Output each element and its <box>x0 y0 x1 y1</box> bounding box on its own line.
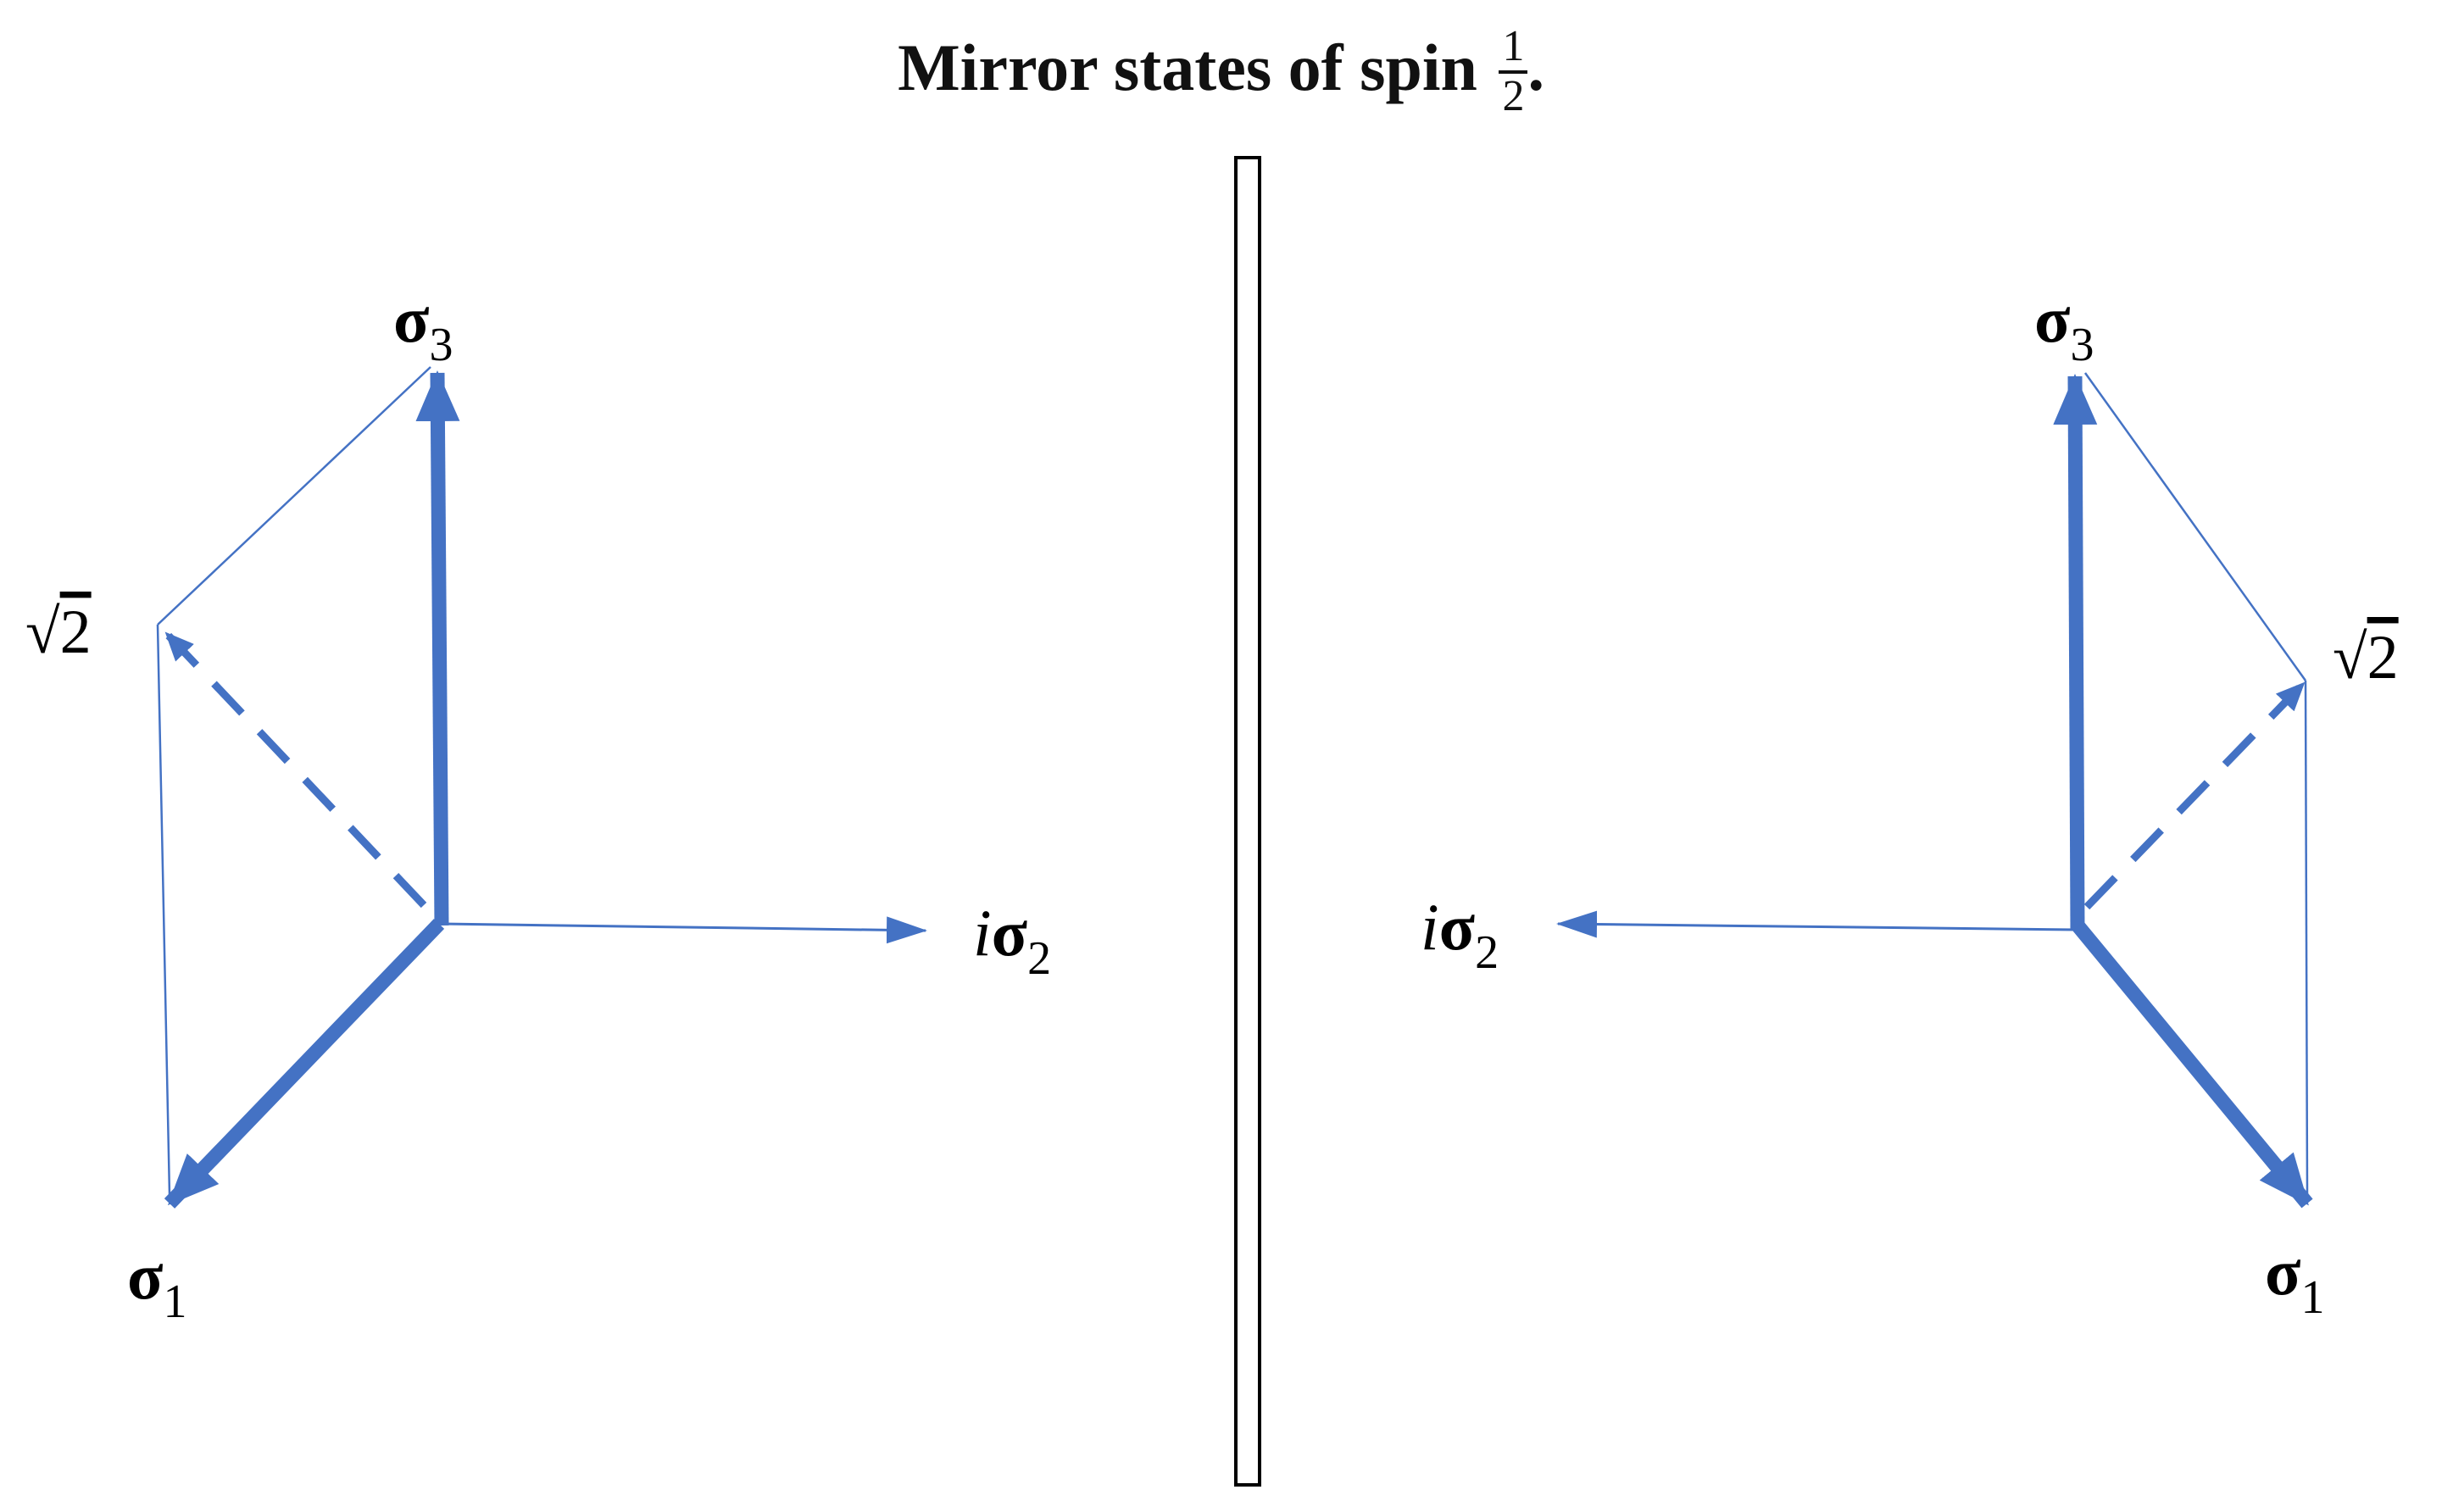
left-isigma2-arrow <box>441 916 927 944</box>
left-sqrt2-dashed-arrow <box>163 630 427 909</box>
left-sqrt2-label: √2 <box>25 598 92 667</box>
right-sigma1-arrow <box>2072 921 2313 1209</box>
right-outline-sqrt2-to-sigma1 <box>2304 680 2309 1196</box>
right-isigma2-arrow <box>1556 910 2078 938</box>
fraction-denominator: 2 <box>1502 71 1525 120</box>
title-text: Mirror states of spin <box>898 31 1477 105</box>
right-isigma2-label: iσ2 <box>1421 890 1499 979</box>
right-outline-sigma3-to-sqrt2 <box>2083 372 2307 681</box>
left-outline-sqrt2-to-sigma1 <box>156 624 171 1196</box>
left-diagram: σ3 √2 iσ2 σ1 <box>25 282 1051 1328</box>
right-sqrt2-label: √2 <box>2333 623 2399 692</box>
left-sigma3-label: σ3 <box>393 282 453 371</box>
right-sqrt2-dashed-arrow <box>2083 680 2307 910</box>
title-suffix: . <box>1527 31 1544 105</box>
left-sigma3-arrow <box>415 370 460 926</box>
left-outline-sigma3-to-sqrt2 <box>157 366 431 625</box>
fraction-numerator: 1 <box>1499 23 1528 74</box>
left-sigma1-label: σ1 <box>127 1239 186 1328</box>
left-sigma1-arrow <box>164 919 445 1209</box>
right-sigma3-label: σ3 <box>2034 282 2094 371</box>
right-sigma3-arrow <box>2053 374 2098 931</box>
left-isigma2-label: iσ2 <box>973 896 1051 985</box>
right-diagram: σ3 √2 iσ2 σ1 <box>1421 282 2399 1324</box>
right-sigma1-label: σ1 <box>2265 1235 2324 1324</box>
mirror-plane <box>1234 156 1261 1487</box>
